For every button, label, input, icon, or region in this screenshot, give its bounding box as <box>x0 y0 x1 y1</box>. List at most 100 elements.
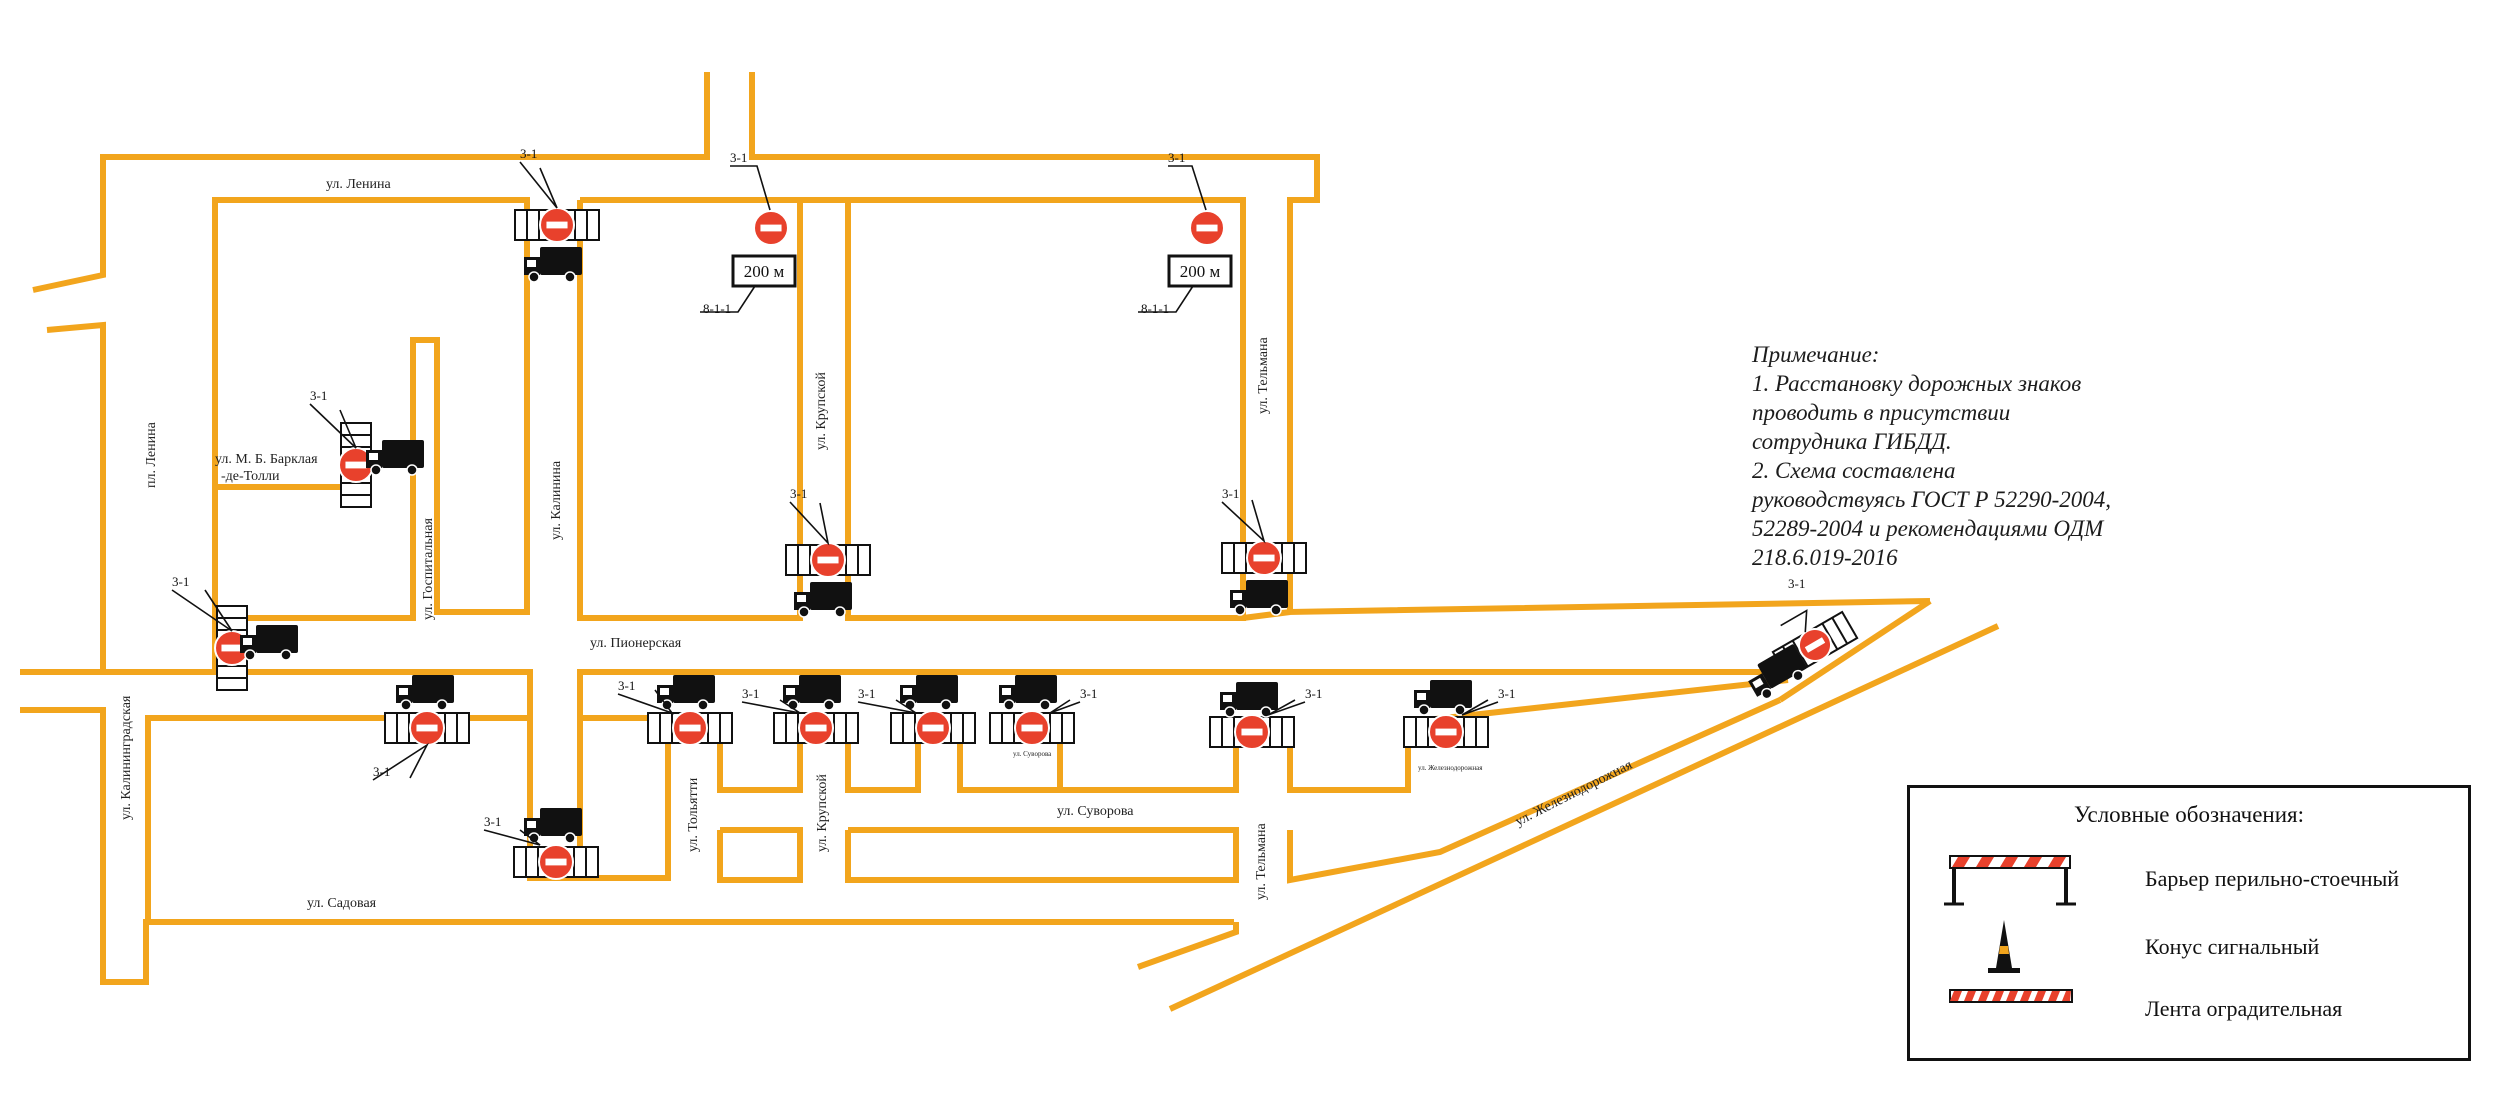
truck-icon <box>783 675 841 711</box>
truck-icon <box>396 675 454 711</box>
street-label: ул. Суворова <box>1013 750 1052 758</box>
note-block: Примечание: 1. Расстановку дорожных знак… <box>1752 340 2272 572</box>
no-entry-sign-icon <box>409 710 445 746</box>
legend-item-barrier: Барьер перильно-стоечный <box>1910 848 2468 908</box>
no-entry-sign-icon <box>1234 714 1270 750</box>
closure-point: 3-1 <box>1209 682 1322 750</box>
note-line: 2. Схема составлена <box>1752 458 1956 483</box>
distance-text: 200 м <box>1180 262 1221 281</box>
sign-code-label: 3-1 <box>1498 686 1515 701</box>
sign-code-label: 3-1 <box>742 686 759 701</box>
sign-leader: 3-1 <box>1049 686 1097 714</box>
sign-leader: 3-1 <box>1221 486 1266 544</box>
no-entry-sign-icon <box>1798 628 1832 662</box>
no-entry-sign-icon <box>1246 540 1282 576</box>
closure-point: 3-1 <box>785 486 871 618</box>
legend-title: Условные обозначения: <box>2073 802 2305 827</box>
cone-icon <box>1988 920 2020 973</box>
closure-point: 3-1 <box>171 574 298 691</box>
sign-leader: 3-1 <box>741 686 801 714</box>
street-label: ул. Калинина <box>549 460 564 540</box>
note-line: 1. Расстановку дорожных знаков <box>1752 371 2082 396</box>
sign-code-label: 3-1 <box>1222 486 1239 501</box>
sign-code-label: 3-1 <box>1168 150 1185 165</box>
tape-icon <box>1949 989 2073 1003</box>
legend-box: Условные обозначения: Барьер перильно-ст… <box>1907 785 2471 1061</box>
street-label: ул. Госпитальная <box>421 518 436 620</box>
legend-label: Барьер перильно-стоечный <box>2145 866 2400 891</box>
no-entry-with-plate: 200 м3-18-1-1 <box>700 150 797 316</box>
closure-point: 3-1 <box>483 808 599 880</box>
sign-code-label: 3-1 <box>730 150 747 165</box>
sign-code-label: 3-1 <box>1788 576 1805 591</box>
traffic-symbols: 3-1 3-1 3-1 3-1 3-1 3-1 3-1 3-1 3-1 3-1 3-1 3-1 3-1 3… <box>171 146 1859 880</box>
distance-text: 200 м <box>744 262 785 281</box>
street-label: ул. Садовая <box>307 896 377 911</box>
no-entry-sign-icon <box>1428 714 1464 750</box>
closure-point: 3-1 <box>989 675 1097 746</box>
street-label: ул. Тольятти <box>686 777 701 852</box>
legend-item-cone: Конус сигнальный <box>1910 916 2468 976</box>
sign-code-label: 3-1 <box>373 764 390 779</box>
truck-icon <box>1220 682 1278 718</box>
road-network <box>20 72 2000 1012</box>
street-label: ул. Крупской <box>815 774 830 852</box>
no-entry-sign-icon <box>1189 210 1225 246</box>
distance-plate-icon: 200 м <box>1167 254 1233 288</box>
truck-icon <box>366 440 424 476</box>
street-label: ул. М. Б. Барклая <box>215 452 318 467</box>
closure-point: 3-1 <box>741 675 859 746</box>
street-label: ул. Ленина <box>326 177 391 192</box>
no-entry-sign-icon <box>915 710 951 746</box>
truck-icon <box>1414 680 1472 716</box>
street-label: ул. Калининградская <box>119 695 134 820</box>
truck-icon <box>240 625 298 661</box>
no-entry-sign-icon <box>798 710 834 746</box>
street-label: пл. Ленина <box>144 421 159 488</box>
sign-leader: 3-1 <box>789 486 830 546</box>
street-label: ул. Железнодорожная <box>1418 764 1483 772</box>
street-label: -де-Толли <box>221 469 280 484</box>
sign-leader: 3-1 <box>857 686 917 714</box>
truck-icon <box>999 675 1057 711</box>
legend-item-tape: Лента оградительная <box>1910 978 2468 1038</box>
sign-code-label: 3-1 <box>520 146 537 161</box>
note-title: Примечание: <box>1752 342 1880 367</box>
street-labels: ул. Ленина пл. Ленина ул. М. Б. Барклая … <box>119 177 1635 911</box>
closure-point: 3-1 <box>309 388 424 508</box>
note-line: руководствуясь ГОСТ Р 52290-2004, <box>1752 487 2112 512</box>
sign-code-label: 3-1 <box>484 814 501 829</box>
no-entry-sign-icon <box>810 542 846 578</box>
sign-code-label: 3-1 <box>618 678 635 693</box>
sign-leader: 3-1 <box>372 742 430 781</box>
closure-point: 3-1 <box>1221 486 1307 616</box>
no-entry-sign-icon <box>539 207 575 243</box>
sign-leader: 3-1 <box>483 814 541 846</box>
no-entry-sign-icon <box>538 844 574 880</box>
truck-icon <box>794 582 852 618</box>
street-label: ул. Железнодорожная <box>1513 757 1635 829</box>
sign-leader: 3-1 <box>309 388 357 449</box>
no-entry-with-plate: 200 м 3-1 8-1-1 <box>1138 150 1233 316</box>
truck-icon <box>1748 644 1807 700</box>
legend-label: Лента оградительная <box>2145 996 2343 1021</box>
sign-leader: 3-1 <box>1461 686 1515 716</box>
street-label: ул. Пионерская <box>590 636 682 651</box>
truck-icon <box>524 247 582 283</box>
sign-code-label: 3-1 <box>1305 686 1322 701</box>
plate-code-label: 8-1-1 <box>1141 301 1169 316</box>
closure-point <box>1748 609 1859 700</box>
closure-point: 3-1 <box>857 675 976 746</box>
sign-leader: 3-1 <box>617 678 675 715</box>
distance-plate-icon: 200 м <box>731 254 797 288</box>
street-label: ул. Тельмана <box>1254 823 1269 900</box>
closure-point: 3-1 <box>617 675 733 746</box>
street-label: ул. Тельмана <box>1256 337 1271 414</box>
sign-leader: 3-1 <box>1267 686 1322 716</box>
no-entry-sign-icon <box>1014 710 1050 746</box>
note-line: 218.6.019-2016 <box>1752 545 1898 570</box>
sign-leader: 3-1 <box>171 574 233 632</box>
no-entry-sign-icon <box>753 210 789 246</box>
sign-code-label: 3-1 <box>858 686 875 701</box>
note-line: проводить в присутствии <box>1752 400 2011 425</box>
